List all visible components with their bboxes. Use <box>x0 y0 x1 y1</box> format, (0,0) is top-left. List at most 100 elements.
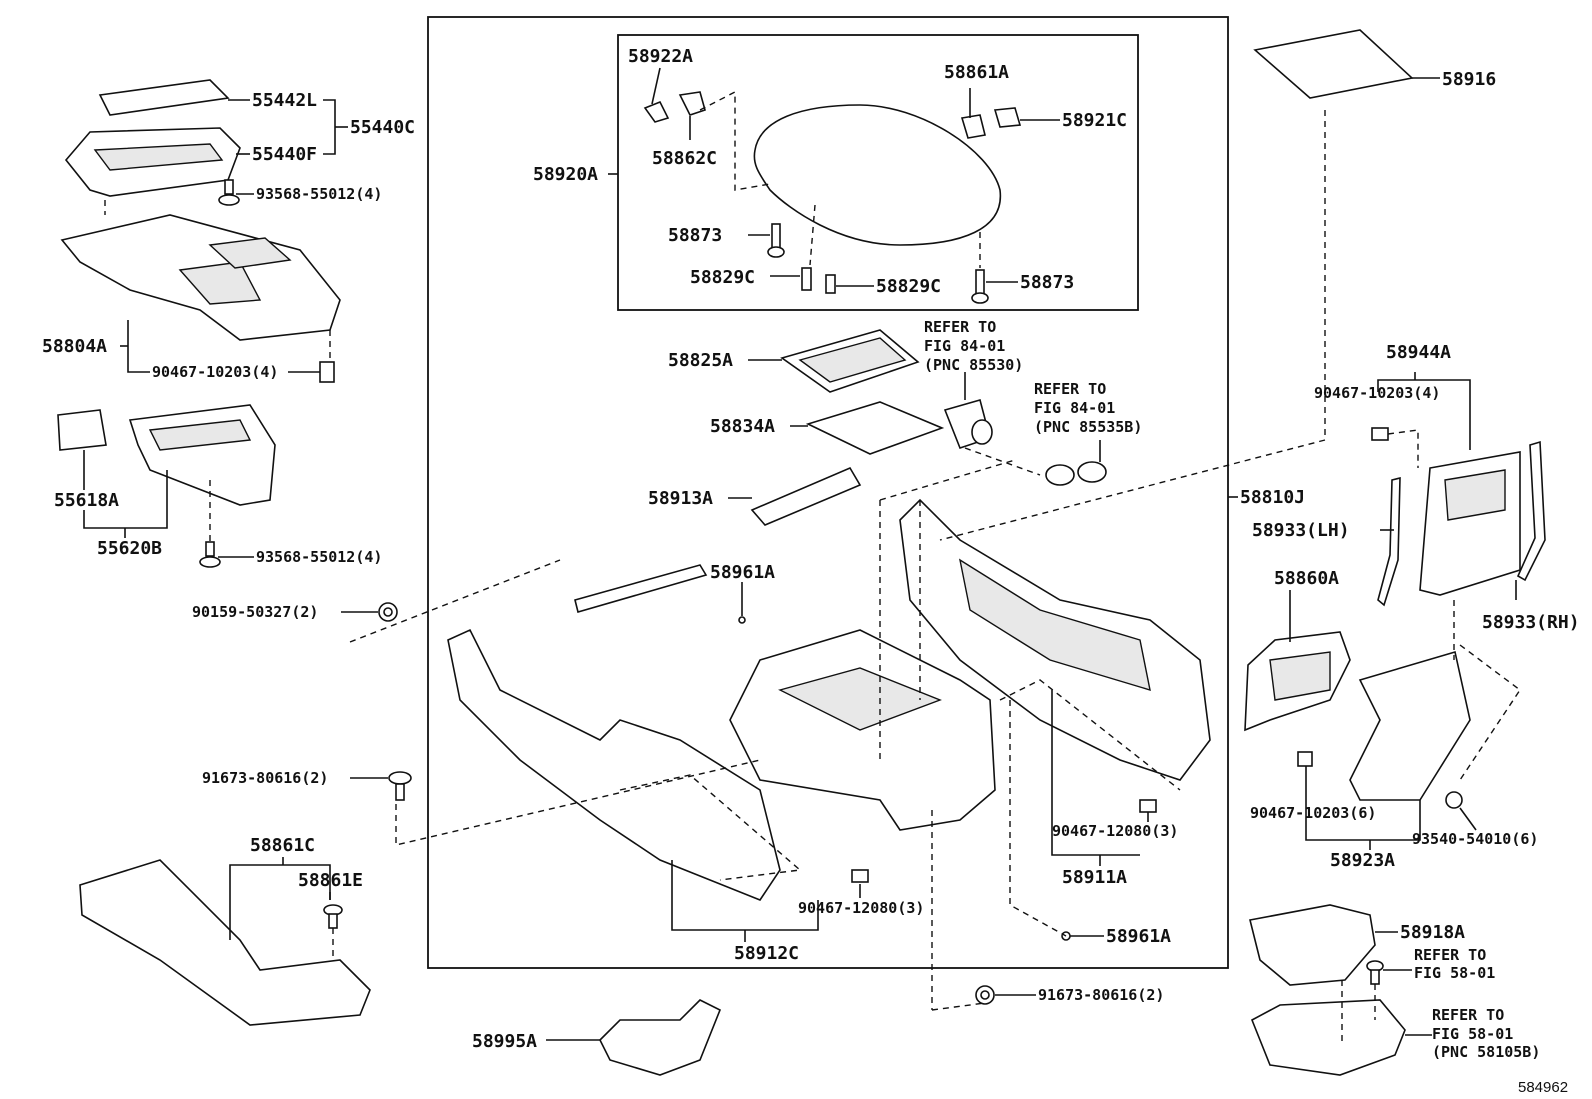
label-55442L: 55442L <box>252 90 317 111</box>
screw-58873-a-icon <box>767 223 785 258</box>
part-58913A-shape <box>750 466 862 526</box>
label-93568-a: 93568-55012(4) <box>256 185 382 203</box>
label-58873-b: 58873 <box>1020 272 1074 293</box>
label-58933LH: 58933(LH) <box>1252 520 1350 541</box>
label-58921C: 58921C <box>1062 110 1127 131</box>
label-58860A: 58860A <box>1274 568 1339 589</box>
part-55618A-shape <box>57 409 107 451</box>
label-58829C-b: 58829C <box>876 276 941 297</box>
label-55440C: 55440C <box>350 117 415 138</box>
ref1-line2: FIG 84-01 <box>924 337 1005 355</box>
label-58829C-a: 58829C <box>690 267 755 288</box>
label-91673-a: 91673-80616(2) <box>202 769 328 787</box>
clip-58961A-a-icon <box>738 616 746 624</box>
label-58810J: 58810J <box>1240 487 1305 508</box>
label-58825A: 58825A <box>668 350 733 371</box>
part-58105B-shape <box>1250 999 1406 1076</box>
clip-90467-12080-b-icon <box>1139 799 1157 813</box>
label-90467-10203-b: 90467-10203(4) <box>1314 384 1440 402</box>
label-58804A: 58804A <box>42 336 107 357</box>
label-58961A-a: 58961A <box>710 562 775 583</box>
label-58922A: 58922A <box>628 46 693 67</box>
ref4-line1: REFER TO <box>1432 1006 1504 1024</box>
bolt-93540-icon <box>1445 791 1463 809</box>
part-58920A-shape <box>753 104 1002 246</box>
label-58861A: 58861A <box>944 62 1009 83</box>
ref3-line1: REFER TO <box>1414 946 1486 964</box>
center-console-group-frame <box>427 16 1229 969</box>
bolt-91673-a-icon <box>388 771 412 801</box>
label-58933RH: 58933(RH) <box>1482 612 1580 633</box>
label-58861C: 58861C <box>250 835 315 856</box>
bolt-91673-b-icon <box>975 985 995 1005</box>
screw-58873-b-icon <box>971 269 989 304</box>
ref2-line3: (PNC 85535B) <box>1034 418 1142 436</box>
part-58961A-a-strip-shape <box>574 564 708 613</box>
label-58873-a: 58873 <box>668 225 722 246</box>
label-91673-b: 91673-80616(2) <box>1038 986 1164 1004</box>
ref4-line2: FIG 58-01 <box>1432 1025 1513 1043</box>
label-58861E: 58861E <box>298 870 363 891</box>
label-58912C: 58912C <box>734 943 799 964</box>
bolt-93568-b-icon <box>199 541 221 568</box>
part-58861A-shape <box>960 114 986 139</box>
part-58862C-shape <box>678 91 706 116</box>
label-58834A: 58834A <box>710 416 775 437</box>
ref2-line2: FIG 84-01 <box>1034 399 1115 417</box>
label-90467-10203-a: 90467-10203(4) <box>152 363 278 381</box>
part-58829C-b-shape <box>825 274 836 294</box>
label-90159: 90159-50327(2) <box>192 603 318 621</box>
part-58921C-shape <box>993 107 1022 128</box>
ref1-line3: (PNC 85530) <box>924 356 1023 374</box>
label-58920A: 58920A <box>533 164 598 185</box>
label-58916: 58916 <box>1442 69 1496 90</box>
clip-90467-10203-a-icon <box>319 361 335 383</box>
assembly-dashed-lines <box>104 90 1521 1045</box>
label-90467-12080-b: 90467-12080(3) <box>1052 822 1178 840</box>
power-outlet-icon <box>1045 461 1107 486</box>
ref1-line1: REFER TO <box>924 318 996 336</box>
clip-90467-12080-a-icon <box>851 869 869 883</box>
label-55618A: 55618A <box>54 490 119 511</box>
part-55620B-shape <box>128 404 276 506</box>
part-58834A-shape <box>805 401 945 455</box>
clip-90467-10203-b-icon <box>1371 427 1389 441</box>
part-58922A-shape <box>643 100 670 123</box>
part-labels: 55442L 55440C 55440F 93568-55012(4) 5880… <box>42 46 1580 1052</box>
part-58933LH-shape <box>1377 476 1401 607</box>
leader-lines <box>83 67 1517 1041</box>
ref2-line1: REFER TO <box>1034 380 1106 398</box>
label-58911A: 58911A <box>1062 867 1127 888</box>
ref3-line2: FIG 58-01 <box>1414 964 1495 982</box>
label-58913A: 58913A <box>648 488 713 509</box>
bolt-93568-a-icon <box>218 179 240 206</box>
label-58961A-b: 58961A <box>1106 926 1171 947</box>
cigarette-lighter-icon <box>943 399 993 449</box>
console-box-shape <box>729 629 996 831</box>
armrest-subgroup-frame <box>617 34 1139 311</box>
label-55440F: 55440F <box>252 144 317 165</box>
part-55442L-shape <box>98 79 230 116</box>
part-58912C-shape <box>447 628 781 901</box>
label-55620B: 55620B <box>97 538 162 559</box>
label-93540: 93540-54010(6) <box>1412 830 1538 848</box>
part-58923A-shape <box>1349 650 1471 801</box>
part-58933RH-shape <box>1516 440 1546 582</box>
label-58995A: 58995A <box>472 1031 537 1052</box>
clip-58861E-icon <box>323 904 343 929</box>
diagram-id: 584962 <box>1518 1079 1568 1096</box>
label-90467-10203-c: 90467-10203(6) <box>1250 804 1376 822</box>
label-58944A: 58944A <box>1386 342 1451 363</box>
part-58916-shape <box>1253 29 1414 99</box>
bolt-90159-icon <box>378 602 398 622</box>
clip-90467-10203-c-icon <box>1297 751 1313 767</box>
part-58918A-shape <box>1249 904 1376 986</box>
part-58861C-shape <box>79 859 371 1026</box>
bolt-58-01-icon <box>1366 960 1384 985</box>
part-58829C-a-shape <box>801 267 812 291</box>
reference-notes: REFER TO FIG 84-01 (PNC 85530) REFER TO … <box>924 318 1540 1061</box>
label-58918A: 58918A <box>1400 922 1465 943</box>
ref4-line3: (PNC 58105B) <box>1432 1043 1540 1061</box>
label-58923A: 58923A <box>1330 850 1395 871</box>
